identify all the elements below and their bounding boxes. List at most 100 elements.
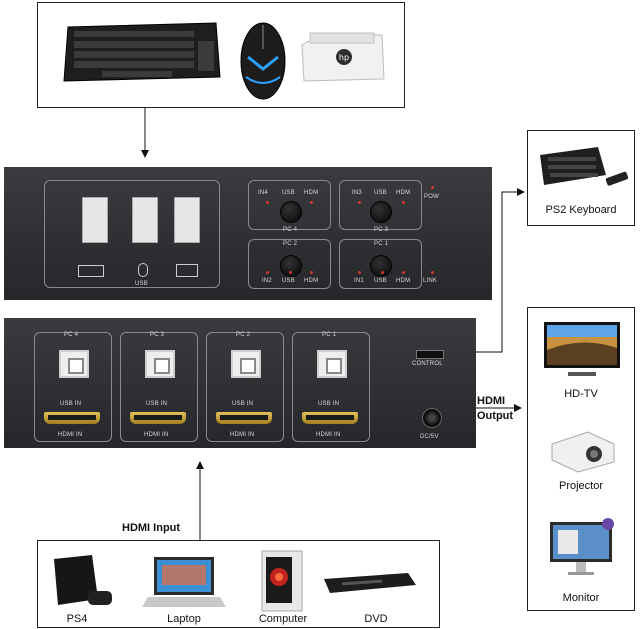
pc4-usb-label: USB xyxy=(282,190,295,196)
pc2-hdm-label: HDM xyxy=(304,278,319,284)
pc1-in-led xyxy=(358,271,361,274)
in2-label: IN2 xyxy=(262,278,272,284)
pc2-usb-b-port[interactable] xyxy=(231,350,261,378)
pc2-usb-label: USB xyxy=(282,278,295,284)
hdmi-input-label: HDMI Input xyxy=(122,522,181,534)
rear-pc1-label: PC 1 xyxy=(322,332,337,338)
keyboard-icon xyxy=(63,22,221,82)
pc3-usb-b-port[interactable] xyxy=(145,350,175,378)
usb-port-3[interactable] xyxy=(174,197,200,243)
pc3-select-group xyxy=(339,180,422,230)
pc1-hdm-label: HDM xyxy=(396,278,411,284)
rear-pc2-label: PC 2 xyxy=(236,332,251,338)
computer-tower-icon xyxy=(261,550,303,612)
rear-pc3-label: PC 3 xyxy=(150,332,165,338)
control-label: CONTROL xyxy=(412,361,443,367)
pc3-hdmi-port[interactable] xyxy=(130,412,186,424)
projector-icon xyxy=(551,431,615,473)
pc1-usb-in-label: USB IN xyxy=(318,401,340,407)
pc4-select-group xyxy=(248,180,331,230)
dc-label: DC/5V xyxy=(420,434,439,440)
usb-port-1[interactable] xyxy=(82,197,108,243)
pc1-front-label: PC 1 xyxy=(374,241,389,247)
pc2-front-label: PC 2 xyxy=(283,241,298,247)
pc4-hdm-led xyxy=(310,201,313,204)
pc1-hdmi-port[interactable] xyxy=(302,412,358,424)
pc1-usb-led xyxy=(381,271,384,274)
ps2-keyboard-label: PS2 Keyboard xyxy=(545,204,617,216)
in4-label: IN4 xyxy=(258,190,268,196)
pc3-hdm-led xyxy=(402,201,405,204)
pc3-select-button[interactable] xyxy=(370,201,392,223)
pc1-hdmi-in-label: HDMI IN xyxy=(316,432,341,438)
mouse-icon xyxy=(240,22,286,100)
usb-port-group xyxy=(44,180,220,288)
pc2-port-group xyxy=(206,332,284,442)
in3-label: IN3 xyxy=(352,190,362,196)
pc3-usb-label: USB xyxy=(374,190,387,196)
pc4-port-group xyxy=(34,332,112,442)
pc4-in-led xyxy=(266,201,269,204)
tv-icon xyxy=(544,322,620,376)
pc1-port-group xyxy=(292,332,370,442)
pc3-usb-in-label: USB IN xyxy=(146,401,168,407)
sources-box: PS4 Laptop Computer DVD xyxy=(37,540,440,628)
pow-label: POW xyxy=(424,194,439,200)
pc2-usb-in-label: USB IN xyxy=(232,401,254,407)
power-led xyxy=(431,186,434,189)
wireless-keyboard-icon xyxy=(540,147,629,186)
pc1-hdm-led xyxy=(402,271,405,274)
pc4-front-label: PC 4 xyxy=(283,227,298,233)
in1-label: IN1 xyxy=(354,278,364,284)
pc2-select-group xyxy=(248,239,331,289)
mouse-symbol-icon xyxy=(138,263,148,277)
pc2-hdm-led xyxy=(310,271,313,274)
pc4-hdm-label: HDM xyxy=(304,190,319,196)
hdmi-output-line2: Output xyxy=(477,410,514,422)
pc2-hdmi-port[interactable] xyxy=(216,412,272,424)
ps4-console-icon xyxy=(54,555,112,605)
keyboard-symbol-icon xyxy=(78,265,104,277)
hdmi-output-label: HDMI Output xyxy=(477,394,513,424)
kvm-rear-panel: PC 4 USB IN HDMI IN PC 3 USB IN HDMI IN … xyxy=(4,318,476,448)
hdmi-output-line1: HDMI xyxy=(477,395,506,407)
hd-tv-label: HD-TV xyxy=(564,388,598,400)
pc1-select-button[interactable] xyxy=(370,255,392,277)
link-label: LINK xyxy=(423,278,438,284)
printer-symbol-icon xyxy=(176,264,198,277)
control-port[interactable] xyxy=(416,350,444,359)
ps2-keyboard-box: PS2 Keyboard xyxy=(527,130,635,226)
dvd-player-icon xyxy=(324,573,416,593)
link-led xyxy=(431,271,434,274)
peripherals-box: hp xyxy=(37,2,405,108)
pc1-usb-label: USB xyxy=(374,278,387,284)
projector-label: Projector xyxy=(558,480,604,492)
monitor-label: Monitor xyxy=(562,592,600,604)
rear-pc4-label: PC 4 xyxy=(64,332,79,338)
usb-port-2[interactable] xyxy=(132,197,158,243)
printer-icon: hp xyxy=(301,32,385,82)
pc1-select-group xyxy=(339,239,422,289)
pc2-usb-led xyxy=(289,271,292,274)
pc4-select-button[interactable] xyxy=(280,201,302,223)
dc-power-jack[interactable] xyxy=(422,408,442,428)
pc3-hdm-label: HDM xyxy=(396,190,411,196)
source-label-laptop: Laptop xyxy=(167,613,201,625)
pc2-hdmi-in-label: HDMI IN xyxy=(230,432,255,438)
pc3-front-label: PC 3 xyxy=(374,227,389,233)
pc2-in-led xyxy=(266,271,269,274)
source-label-computer: Computer xyxy=(258,613,308,625)
pc3-hdmi-in-label: HDMI IN xyxy=(144,432,169,438)
pc1-usb-b-port[interactable] xyxy=(317,350,347,378)
pc3-in-led xyxy=(358,201,361,204)
pc4-usb-in-label: USB IN xyxy=(60,401,82,407)
pc2-select-button[interactable] xyxy=(280,255,302,277)
pc4-usb-b-port[interactable] xyxy=(59,350,89,378)
pc4-hdmi-port[interactable] xyxy=(44,412,100,424)
pc3-port-group xyxy=(120,332,198,442)
output-devices-box: HD-TV Projector Monitor xyxy=(527,307,635,611)
hp-logo-text: hp xyxy=(339,53,349,62)
source-label-dvd: DVD xyxy=(364,613,388,625)
pc4-hdmi-in-label: HDMI IN xyxy=(58,432,83,438)
